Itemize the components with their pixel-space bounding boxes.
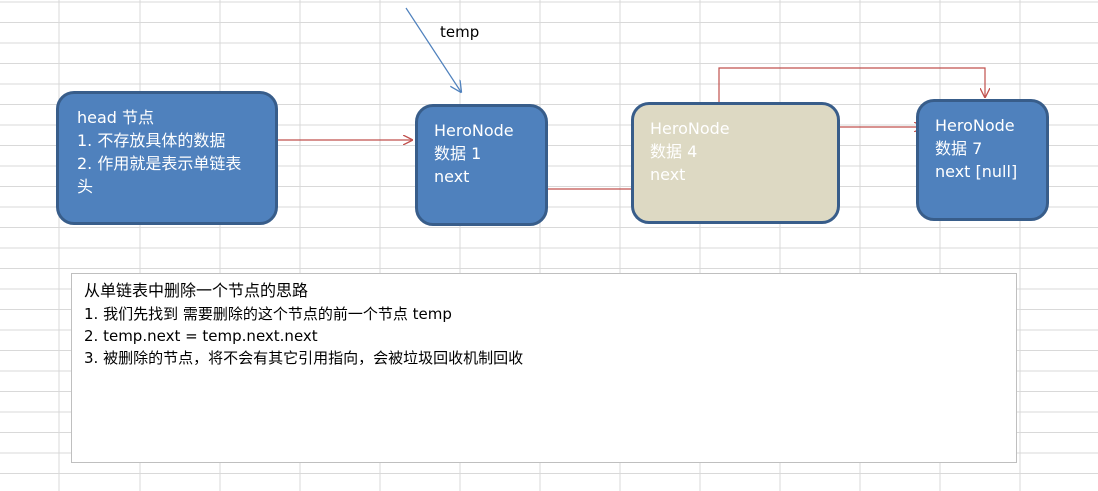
head-node-line-1: 1. 不存放具体的数据 <box>77 131 226 150</box>
hero-node-1-next: next <box>434 167 470 186</box>
hero-node-4-data: 数据 4 <box>650 142 698 161</box>
notes-step-3: 3. 被删除的节点，将不会有其它引用指向，会被垃圾回收机制回收 <box>84 349 524 367</box>
notes-step-2: 2. temp.next = temp.next.next <box>84 327 318 345</box>
head-node-title: head 节点 <box>77 108 155 127</box>
hero-node-4-type: HeroNode <box>650 119 730 138</box>
temp-pointer-label: temp <box>440 23 480 41</box>
notes-title: 从单链表中删除一个节点的思路 <box>84 281 309 300</box>
hero-node-1-type: HeroNode <box>434 121 514 140</box>
hero-node-7-type: HeroNode <box>935 116 1015 135</box>
hero-node-7-next: next [null] <box>935 162 1018 181</box>
hero-node-1-data: 数据 1 <box>434 144 482 163</box>
deletion-notes-box: 从单链表中删除一个节点的思路 1. 我们先找到 需要删除的这个节点的前一个节点 … <box>71 273 1017 463</box>
hero-node-1: HeroNode 数据 1 next <box>415 104 548 226</box>
head-node-line-2: 2. 作用就是表示单链表头 <box>77 154 242 196</box>
temp-pointer-arrow <box>405 7 461 92</box>
notes-step-1: 1. 我们先找到 需要删除的这个节点的前一个节点 temp <box>84 305 452 323</box>
hero-node-7-data: 数据 7 <box>935 139 983 158</box>
head-node: head 节点 1. 不存放具体的数据 2. 作用就是表示单链表头 <box>56 91 278 225</box>
hero-node-7: HeroNode 数据 7 next [null] <box>916 99 1049 221</box>
hero-node-4-next: next <box>650 165 686 184</box>
hero-node-4-deleted: HeroNode 数据 4 next <box>631 102 840 224</box>
